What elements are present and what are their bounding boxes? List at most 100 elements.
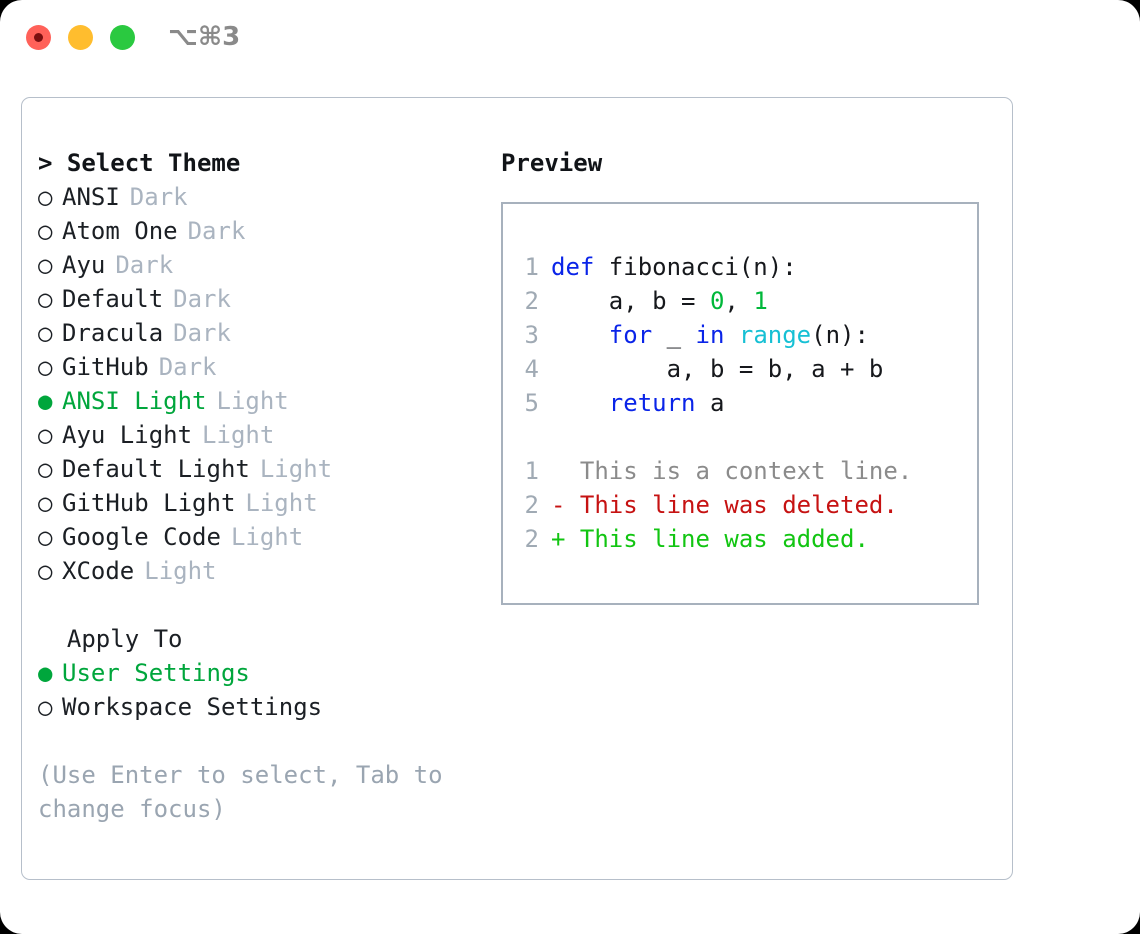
theme-option-name: Default bbox=[62, 285, 164, 313]
apply-to-option-user-settings[interactable]: ● User Settings bbox=[38, 656, 488, 690]
radio-unselected-icon: ○ bbox=[38, 319, 53, 347]
theme-option-name: Ayu Light bbox=[62, 421, 193, 449]
theme-option-variant: Light bbox=[245, 489, 318, 517]
title-bar: ⌥⌘3 bbox=[0, 0, 1140, 78]
radio-unselected-icon: ○ bbox=[38, 693, 53, 721]
theme-option-name: GitHub bbox=[62, 353, 149, 381]
code-token-plain: , bbox=[724, 287, 754, 315]
line-number: 2 bbox=[524, 287, 539, 315]
line-number: 1 bbox=[524, 457, 539, 485]
theme-option-variant: Light bbox=[144, 557, 217, 585]
diff-marker bbox=[551, 457, 580, 485]
apply-to-option-workspace-settings[interactable]: ○ Workspace Settings bbox=[38, 690, 488, 724]
theme-option-atom-one[interactable]: ○ Atom One Dark bbox=[38, 214, 488, 248]
code-line: 4 a, b = b, a + b bbox=[515, 352, 912, 386]
keyboard-shortcut-label: ⌥⌘3 bbox=[168, 22, 241, 52]
radio-unselected-icon: ○ bbox=[38, 455, 53, 483]
select-theme-heading: > Select Theme bbox=[38, 149, 241, 177]
theme-option-variant: Light bbox=[259, 455, 333, 483]
theme-option-name: Dracula bbox=[62, 319, 164, 347]
diff-marker: + bbox=[551, 525, 580, 553]
minimize-button[interactable] bbox=[68, 25, 93, 50]
apply-to-option-label: Workspace Settings bbox=[62, 693, 323, 721]
theme-option-name: XCode bbox=[62, 557, 135, 585]
theme-option-variant: Dark bbox=[173, 319, 231, 347]
radio-unselected-icon: ○ bbox=[38, 183, 53, 211]
code-token-plain: fibonacci(n): bbox=[594, 253, 797, 281]
theme-option-variant: Light bbox=[202, 421, 275, 449]
code-token-num: 0 bbox=[709, 287, 725, 315]
theme-option-ansi-light[interactable]: ● ANSI Light Light bbox=[38, 384, 488, 418]
code-token-plain: a, b = bbox=[551, 287, 710, 315]
theme-option-ansi[interactable]: ○ ANSI Dark bbox=[38, 180, 488, 214]
theme-option-variant: Dark bbox=[115, 251, 174, 279]
apply-to-list[interactable]: ● User Settings ○ Workspace Settings bbox=[38, 656, 488, 724]
code-line: 1 def fibonacci(n): bbox=[515, 250, 912, 284]
code-token-plain bbox=[724, 321, 738, 349]
theme-option-name: ANSI Light bbox=[62, 387, 207, 415]
theme-option-name: GitHub Light bbox=[62, 489, 236, 517]
maximize-button[interactable] bbox=[110, 25, 135, 50]
theme-option-dracula[interactable]: ○ Dracula Dark bbox=[38, 316, 488, 350]
theme-option-ayu-light[interactable]: ○ Ayu Light Light bbox=[38, 418, 488, 452]
theme-option-github-light[interactable]: ○ GitHub Light Light bbox=[38, 486, 488, 520]
radio-unselected-icon: ○ bbox=[38, 285, 53, 313]
code-token-kw: return bbox=[608, 389, 696, 417]
radio-unselected-icon: ○ bbox=[38, 217, 53, 245]
theme-option-variant: Dark bbox=[158, 353, 217, 381]
diff-text: This is a context line. bbox=[579, 457, 913, 485]
line-number: 2 bbox=[524, 525, 539, 553]
diff-line-del: 2- This line was deleted. bbox=[515, 488, 912, 522]
code-token-kw: def bbox=[551, 253, 595, 281]
diff-marker: - bbox=[551, 491, 580, 519]
radio-unselected-icon: ○ bbox=[38, 421, 53, 449]
theme-option-xcode[interactable]: ○ XCode Light bbox=[38, 554, 488, 588]
radio-selected-icon: ● bbox=[38, 659, 53, 687]
radio-selected-icon: ● bbox=[38, 387, 53, 415]
close-button[interactable] bbox=[26, 25, 51, 50]
code-token-plain bbox=[551, 321, 609, 349]
code-line: 2 a, b = 0, 1 bbox=[515, 284, 912, 318]
code-token-plain: a bbox=[695, 389, 725, 417]
theme-option-github[interactable]: ○ GitHub Dark bbox=[38, 350, 488, 384]
theme-option-name: Atom One bbox=[62, 217, 178, 245]
radio-unselected-icon: ○ bbox=[38, 557, 53, 585]
code-token-plain: a, b = b, a + b bbox=[551, 355, 884, 383]
line-number: 5 bbox=[524, 389, 539, 417]
theme-option-variant: Light bbox=[230, 523, 304, 551]
diff-text: This line was added. bbox=[579, 525, 869, 553]
radio-unselected-icon: ○ bbox=[38, 353, 53, 381]
theme-option-name: Ayu bbox=[62, 251, 106, 279]
theme-option-variant: Dark bbox=[173, 285, 231, 313]
theme-option-variant: Light bbox=[216, 387, 289, 415]
line-number: 4 bbox=[524, 355, 539, 383]
code-token-kw: for bbox=[608, 321, 653, 349]
line-number: 1 bbox=[524, 253, 539, 281]
apply-to-heading: Apply To bbox=[38, 625, 183, 653]
code-token-plain bbox=[551, 389, 609, 417]
code-token-plain: _ bbox=[652, 321, 696, 349]
theme-option-default[interactable]: ○ Default Dark bbox=[38, 282, 488, 316]
code-line: 5 return a bbox=[515, 386, 912, 420]
apply-to-option-label: User Settings bbox=[62, 659, 250, 687]
window-controls bbox=[26, 25, 135, 50]
help-text: (Use Enter to select, Tab to change focu… bbox=[38, 761, 458, 823]
diff-line-add: 2 + This line was added. bbox=[515, 522, 912, 556]
help-spacer bbox=[38, 724, 488, 758]
theme-option-variant: Dark bbox=[129, 183, 188, 211]
theme-option-variant: Dark bbox=[187, 217, 246, 245]
line-number: 2 bbox=[524, 491, 539, 519]
theme-option-name: ANSI bbox=[62, 183, 120, 211]
code-diff-separator bbox=[515, 420, 912, 454]
code-token-plain: (n): bbox=[811, 321, 869, 349]
radio-unselected-icon: ○ bbox=[38, 489, 53, 517]
